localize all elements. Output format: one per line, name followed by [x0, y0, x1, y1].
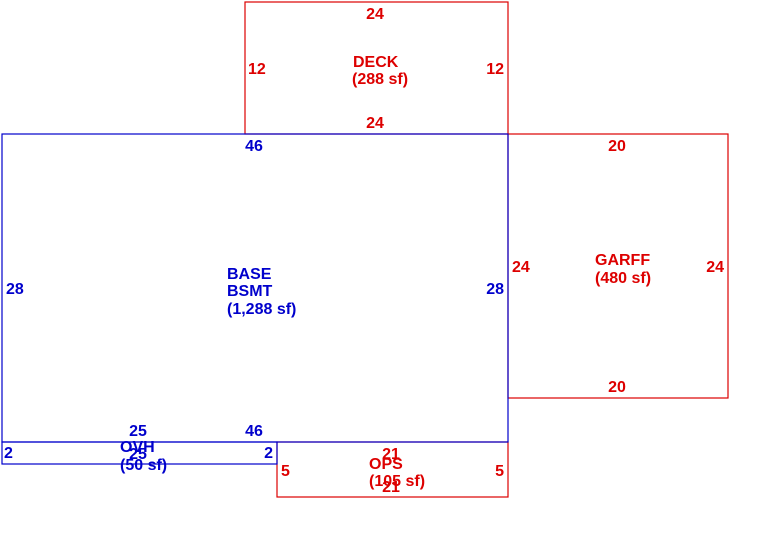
- base-label-line2: BSMT: [227, 283, 273, 300]
- deck-label: DECK: [353, 54, 399, 71]
- base-top-dimension: 46: [245, 138, 263, 155]
- ovh-area: (50 sf): [120, 457, 167, 474]
- ops-area: (105 sf): [369, 473, 425, 490]
- ops-left-dimension: 5: [281, 463, 290, 480]
- base-section: 46 28 28 BASE BSMT (1,288 sf) 46: [1, 133, 509, 443]
- garff-bottom-dimension: 20: [608, 379, 626, 396]
- base-left-dimension: 28: [6, 281, 24, 298]
- ovh-bottom-dimension: 25: [129, 446, 147, 463]
- deck-left-dimension: 12: [248, 61, 266, 78]
- deck-right-dimension: 12: [486, 61, 504, 78]
- ops-label: OPS: [369, 456, 403, 473]
- garff-section: 20 24 24 GARFF (480 sf) 20: [507, 133, 729, 399]
- garff-area: (480 sf): [595, 270, 651, 287]
- ops-section: 21 5 5 OPS (105 sf) 21: [276, 441, 509, 498]
- garff-right-dimension: 24: [706, 259, 724, 276]
- base-label-line1: BASE: [227, 266, 272, 283]
- deck-section: 24 12 12 DECK (288 sf) 24: [244, 1, 509, 135]
- ovh-top-dimension: 25: [129, 423, 147, 440]
- ovh-section: 25 2 2 25 OVH (50 sf): [1, 423, 278, 474]
- ops-bottom-dimension: 21: [382, 479, 400, 496]
- ovh-left-dimension: 2: [4, 445, 13, 462]
- ops-right-dimension: 5: [495, 463, 504, 480]
- base-area: (1,288 sf): [227, 301, 296, 318]
- deck-bottom-dimension: 24: [366, 115, 384, 132]
- base-bottom-dimension: 46: [245, 423, 263, 440]
- garff-top-dimension: 20: [608, 138, 626, 155]
- ovh-outline: [1, 441, 278, 465]
- ops-top-dimension: 21: [382, 446, 400, 463]
- ovh-label: OVH: [120, 439, 155, 456]
- deck-area: (288 sf): [352, 71, 408, 88]
- deck-top-dimension: 24: [366, 6, 384, 23]
- ovh-right-dimension: 2: [264, 445, 273, 462]
- base-right-dimension: 28: [486, 281, 504, 298]
- garff-left-dimension: 24: [512, 259, 530, 276]
- garff-label: GARFF: [595, 252, 650, 269]
